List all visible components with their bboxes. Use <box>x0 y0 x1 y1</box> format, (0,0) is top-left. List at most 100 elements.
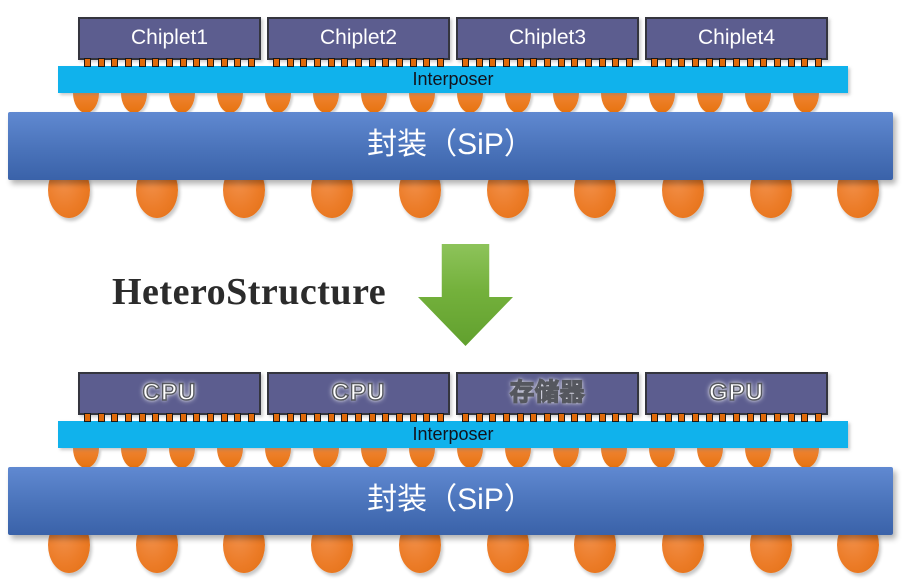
microbump-icon <box>273 413 280 422</box>
microbump-icon <box>97 58 105 67</box>
solder-bump-icon <box>745 93 771 113</box>
microbump-row <box>462 58 633 67</box>
chiplet-label: Chiplet4 <box>697 26 776 49</box>
microbump-icon <box>719 58 727 67</box>
microbump-icon <box>760 58 768 67</box>
microbump-icon <box>354 58 362 67</box>
solder-bump-icon <box>313 448 339 468</box>
solder-bump-icon <box>361 93 387 113</box>
microbump-icon <box>327 58 335 67</box>
solder-bump-icon <box>361 448 387 468</box>
microbump-icon <box>382 413 390 422</box>
microbump-icon <box>584 58 592 67</box>
package-bar: 封装（SiP） <box>8 112 893 180</box>
solder-bump-icon <box>265 93 291 113</box>
microbump-icon <box>124 58 132 67</box>
microbump-row <box>273 413 444 422</box>
solder-bump-icon <box>265 448 291 468</box>
solder-bump-row <box>58 448 848 468</box>
microbump-icon <box>436 413 444 422</box>
microbump-icon <box>111 413 119 422</box>
microbump-icon <box>179 413 187 422</box>
solder-bump-icon <box>313 93 339 113</box>
microbump-icon <box>705 58 713 67</box>
solder-bump-icon <box>745 448 771 468</box>
solder-bump-icon <box>553 93 579 113</box>
microbump-icon <box>327 413 335 422</box>
microbump-icon <box>234 413 242 422</box>
microbump-icon <box>651 413 658 422</box>
microbump-icon <box>462 58 469 67</box>
microbump-icon <box>678 58 686 67</box>
microbump-icon <box>691 413 699 422</box>
microbump-row <box>84 413 255 422</box>
interposer-label: Interposer <box>412 69 494 89</box>
solder-bump-icon <box>457 93 483 113</box>
microbump-icon <box>313 413 321 422</box>
microbump-icon <box>354 413 362 422</box>
microbump-icon <box>732 58 740 67</box>
microbump-icon <box>543 413 551 422</box>
microbump-icon <box>489 58 497 67</box>
microbump-icon <box>598 413 606 422</box>
microbump-icon <box>475 58 483 67</box>
solder-bump-icon <box>649 93 675 113</box>
chiplet-2: Chiplet2 <box>267 17 450 67</box>
chiplet-3: Chiplet3 <box>456 17 639 67</box>
chiplet-3: 存储器 <box>456 372 639 422</box>
solder-bump-icon <box>457 448 483 468</box>
microbump-icon <box>773 413 781 422</box>
microbump-icon <box>165 58 173 67</box>
solder-bump-icon <box>697 93 723 113</box>
microbump-icon <box>152 413 160 422</box>
microbump-icon <box>206 413 214 422</box>
solder-bump-row <box>58 93 848 113</box>
microbump-icon <box>409 58 417 67</box>
microbump-icon <box>612 413 620 422</box>
microbump-icon <box>773 58 781 67</box>
solder-bump-icon <box>73 448 99 468</box>
solder-bump-icon <box>601 448 627 468</box>
microbump-icon <box>341 58 349 67</box>
solder-bump-icon <box>697 448 723 468</box>
microbump-icon <box>124 413 132 422</box>
microbump-icon <box>368 413 376 422</box>
microbump-icon <box>516 58 524 67</box>
microbump-icon <box>719 413 727 422</box>
microbump-icon <box>760 413 768 422</box>
microbump-icon <box>313 58 321 67</box>
microbump-icon <box>247 413 255 422</box>
microbump-icon <box>395 413 403 422</box>
microbump-icon <box>138 413 146 422</box>
solder-bump-icon <box>409 448 435 468</box>
microbump-row <box>651 413 822 422</box>
microbump-icon <box>234 58 242 67</box>
microbump-icon <box>475 413 483 422</box>
microbump-icon <box>286 413 294 422</box>
microbump-icon <box>651 58 658 67</box>
microbump-icon <box>530 58 538 67</box>
microbump-icon <box>732 413 740 422</box>
microbump-icon <box>300 58 308 67</box>
microbump-icon <box>368 58 376 67</box>
solder-bump-icon <box>169 93 195 113</box>
microbump-icon <box>678 413 686 422</box>
microbump-icon <box>84 58 91 67</box>
chiplet-label: CPU <box>331 378 386 406</box>
microbump-icon <box>746 58 754 67</box>
chiplet-2: CPU <box>267 372 450 422</box>
solder-bump-icon <box>121 93 147 113</box>
interposer-bar: Interposer <box>58 66 848 93</box>
solder-bump-icon <box>505 448 531 468</box>
solder-bump-icon <box>505 93 531 113</box>
solder-bump-icon <box>793 93 819 113</box>
microbump-icon <box>462 413 469 422</box>
solder-bump-icon <box>217 93 243 113</box>
microbump-icon <box>814 58 822 67</box>
solder-bump-icon <box>553 448 579 468</box>
